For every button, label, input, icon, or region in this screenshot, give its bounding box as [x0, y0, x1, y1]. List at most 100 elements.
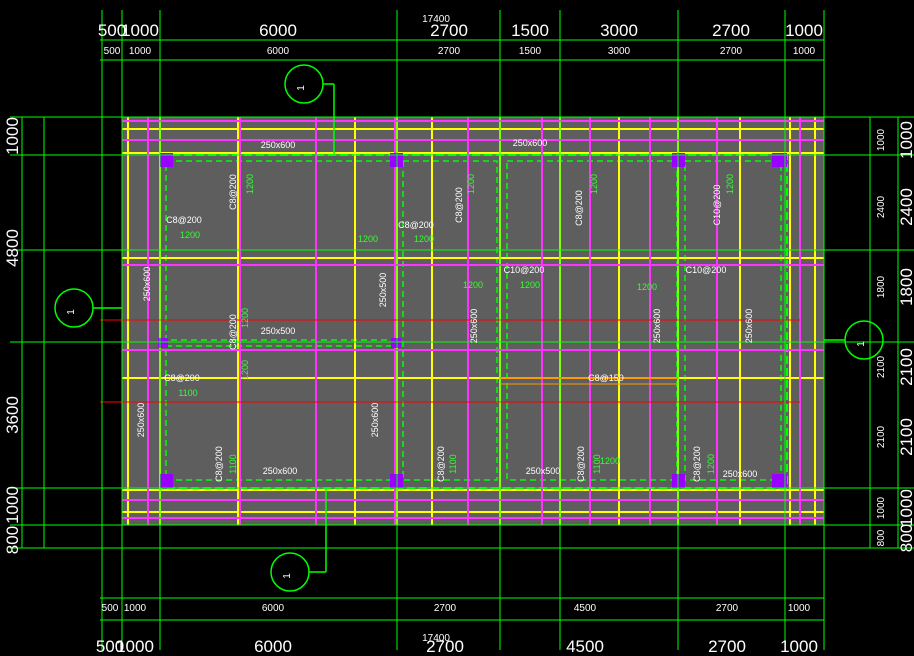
right-dimension-small: 1000	[876, 496, 887, 519]
right-dimension-small: 2100	[876, 425, 887, 448]
dimension-lines	[10, 10, 914, 650]
rebar-length-label: 1200	[706, 454, 716, 474]
rebar-length-label: 1100	[592, 454, 602, 473]
rebar-spec-label: C8@200	[164, 373, 200, 383]
left-dimension: 4800	[3, 229, 22, 267]
beam-size-label: 250x500	[378, 273, 388, 308]
bottom-dimension-big: 500	[96, 637, 124, 656]
rebar-length-label: 1200	[600, 456, 620, 466]
top-dimension-small: 3000	[608, 46, 631, 57]
rebar-spec-label: C10@200	[686, 265, 727, 275]
beam-size-label: 250x600	[136, 403, 146, 438]
rebar-length-label: 1100	[228, 454, 238, 473]
bottom-dimension-small: 1000	[124, 603, 147, 614]
overall-dimension-top: 17400	[422, 14, 450, 25]
rebar-spec-label: C8@200	[454, 187, 464, 223]
right-dimension-big: 1000	[897, 121, 914, 159]
section-marker-label: 1	[282, 573, 293, 579]
rebar-length-label: 1200	[240, 308, 250, 328]
right-dimension-small: 2100	[876, 355, 887, 378]
rebar-length-label: 1100	[448, 454, 458, 473]
top-dimension-big: 3000	[600, 21, 638, 40]
top-dimension-small: 1000	[793, 46, 816, 57]
top-dimension-small: 500	[104, 46, 121, 57]
rebar-spec-label: C8@200	[214, 446, 224, 482]
section-markers	[54, 64, 884, 592]
beam-size-label: 250x600	[263, 466, 298, 476]
rebar-spec-label: C8@200	[228, 314, 238, 350]
rebar-spec-label: C8@200	[166, 215, 202, 225]
top-dimension-big: 1000	[121, 21, 159, 40]
section-marker-label: 1	[296, 85, 307, 91]
top-dimension-big: 2700	[712, 21, 750, 40]
top-dimension-big: 500	[98, 21, 126, 40]
right-dimension-big: 800	[897, 524, 914, 552]
beam-size-label: 250x600	[142, 267, 152, 302]
bottom-dimension-big: 2700	[426, 637, 464, 656]
rebar-length-label: 1200	[463, 280, 483, 290]
overall-dimension-bottom: 17400	[422, 633, 450, 644]
beam-size-label: 250x600	[652, 309, 662, 344]
bottom-dimension-big: 1000	[780, 637, 818, 656]
rebar-spec-label: C8@200	[398, 220, 434, 230]
top-dimension-small: 2700	[438, 46, 461, 57]
bottom-dimension-small: 1000	[788, 603, 811, 614]
beam-size-label: 250x600	[723, 469, 758, 479]
left-dimension: 800	[3, 526, 22, 554]
right-dimension-big: 2100	[897, 348, 914, 386]
rebar-spec-label: C10@200	[504, 265, 545, 275]
left-dimension: 1000	[3, 117, 22, 155]
rebar-length-label: 1200	[245, 174, 255, 194]
beam-size-label: 250x500	[526, 466, 561, 476]
rebar-length-label: 1200	[637, 282, 657, 292]
rebar-spec-label: C10@200	[712, 185, 722, 226]
right-dimension-big: 1800	[897, 268, 914, 306]
magenta-beam-lines	[122, 117, 824, 525]
columns	[158, 153, 787, 488]
right-dimension-small: 2400	[876, 195, 887, 218]
beam-size-label: 250x600	[469, 309, 479, 344]
bottom-dimension-small: 500	[102, 603, 119, 614]
rebar-spec-label: C8@200	[436, 446, 446, 482]
rebar-length-label: 1200	[414, 234, 434, 244]
rebar-spec-label: C8@200	[692, 446, 702, 482]
beam-size-label: 250x600	[370, 403, 380, 438]
right-dimension-small: 1000	[876, 128, 887, 151]
bottom-dimension-small: 2700	[434, 603, 457, 614]
rebar-spec-label: C8@200	[576, 446, 586, 482]
top-dimension-big: 1500	[511, 21, 549, 40]
rebar-spec-label: C8@200	[228, 174, 238, 210]
left-dimension: 3600	[3, 396, 22, 434]
right-dimension-big: 2100	[897, 418, 914, 456]
bottom-dimension-big: 2700	[708, 637, 746, 656]
rebar-length-label: 1200	[358, 234, 378, 244]
section-marker-label: 1	[856, 341, 867, 347]
rebar-length-label: 1100	[178, 388, 197, 398]
rebar-length-label: 1200	[725, 174, 735, 194]
rebar-length-label: 1200	[180, 230, 200, 240]
rebar-length-label: 1200	[520, 280, 540, 290]
top-dimension-small: 2700	[720, 46, 743, 57]
rebar-spec-label: C8@200	[574, 190, 584, 226]
bottom-dimension-big: 1000	[116, 637, 154, 656]
left-dimension: 1000	[3, 486, 22, 524]
top-dimension-big: 1000	[785, 21, 823, 40]
beam-size-label: 250x600	[513, 138, 548, 148]
rebar-length-label: 1200	[240, 360, 250, 380]
right-dimension-small: 1800	[876, 275, 887, 298]
beam-size-label: 250x600	[261, 140, 296, 150]
top-dimension-small: 6000	[267, 46, 290, 57]
rebar-spec-label: C8@150	[588, 373, 624, 383]
right-dimension-big: 2400	[897, 188, 914, 226]
beam-size-label: 250x600	[744, 309, 754, 344]
bottom-dimension-small: 2700	[716, 603, 739, 614]
rebar-length-label: 1200	[589, 174, 599, 194]
right-dimension-small: 800	[876, 529, 887, 546]
rebar-length-label: 1200	[466, 174, 476, 194]
bottom-dimension-small: 6000	[262, 603, 285, 614]
right-dimension-big: 1000	[897, 489, 914, 527]
bottom-dimension-big: 4500	[566, 637, 604, 656]
top-dimension-big: 2700	[430, 21, 468, 40]
top-dimension-big: 6000	[259, 21, 297, 40]
